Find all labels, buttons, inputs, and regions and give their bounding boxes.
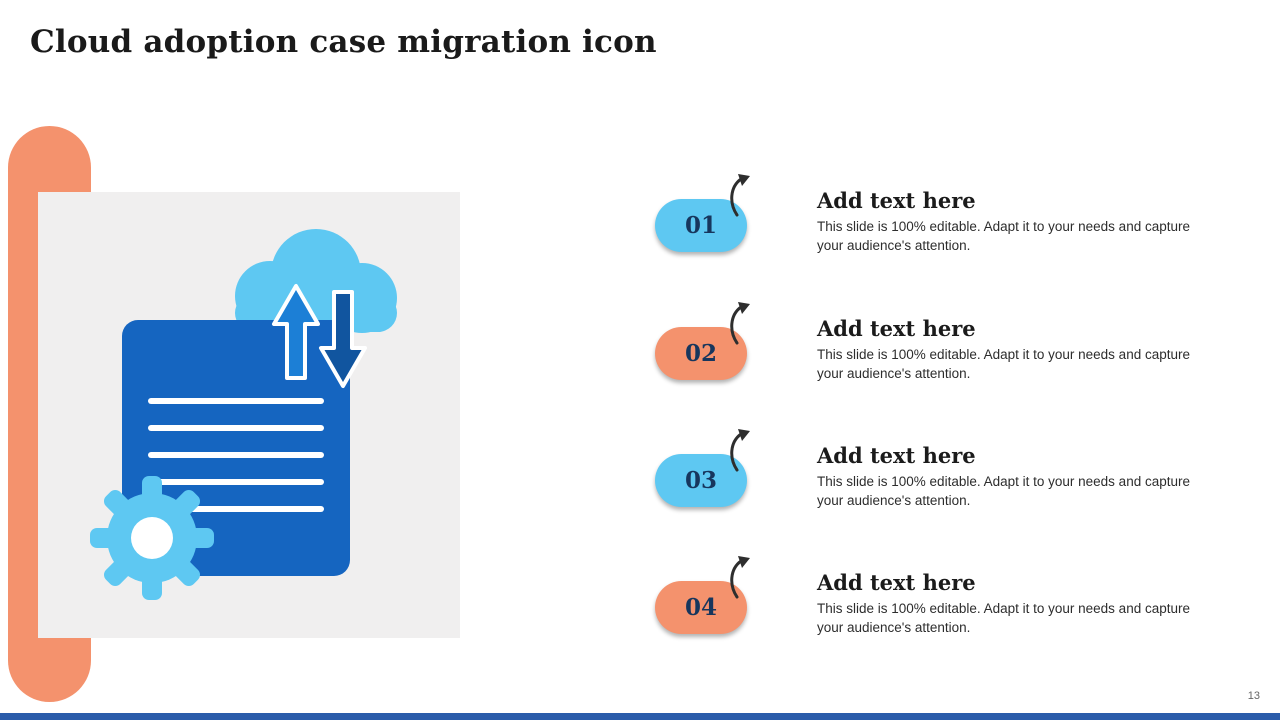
page-number: 13 bbox=[1247, 690, 1260, 702]
curved-arrow-icon bbox=[730, 302, 750, 345]
step-badge: 03 bbox=[655, 454, 747, 507]
item-heading: Add text here bbox=[817, 570, 976, 595]
list-item: 01 Add text here This slide is 100% edit… bbox=[655, 174, 1225, 278]
list-item: 03 Add text here This slide is 100% edit… bbox=[655, 429, 1225, 533]
step-badge: 04 bbox=[655, 581, 747, 634]
cloud-migration-icon bbox=[90, 229, 397, 600]
item-heading: Add text here bbox=[817, 188, 976, 213]
item-body: This slide is 100% editable. Adapt it to… bbox=[817, 601, 1190, 636]
bottom-bar bbox=[0, 713, 1280, 720]
curved-arrow-icon bbox=[730, 556, 750, 599]
step-number: 04 bbox=[684, 594, 717, 621]
curved-arrow-icon bbox=[730, 429, 750, 472]
list-item: 02 Add text here This slide is 100% edit… bbox=[655, 302, 1225, 406]
step-number: 02 bbox=[684, 340, 717, 367]
step-badge: 01 bbox=[655, 199, 747, 252]
list-item: 04 Add text here This slide is 100% edit… bbox=[655, 556, 1225, 660]
item-body: This slide is 100% editable. Adapt it to… bbox=[817, 219, 1190, 254]
gear-icon bbox=[90, 476, 214, 600]
download-arrow-icon bbox=[319, 290, 367, 388]
curved-arrow-icon bbox=[730, 174, 750, 217]
step-number: 03 bbox=[684, 467, 717, 494]
page-title: Cloud adoption case migration icon bbox=[30, 24, 657, 60]
illustration-panel bbox=[38, 192, 460, 638]
upload-arrow-icon bbox=[272, 284, 320, 380]
item-heading: Add text here bbox=[817, 316, 976, 341]
item-body: This slide is 100% editable. Adapt it to… bbox=[817, 347, 1190, 382]
item-body: This slide is 100% editable. Adapt it to… bbox=[817, 474, 1190, 509]
step-badge: 02 bbox=[655, 327, 747, 380]
item-heading: Add text here bbox=[817, 443, 976, 468]
step-number: 01 bbox=[684, 212, 717, 239]
